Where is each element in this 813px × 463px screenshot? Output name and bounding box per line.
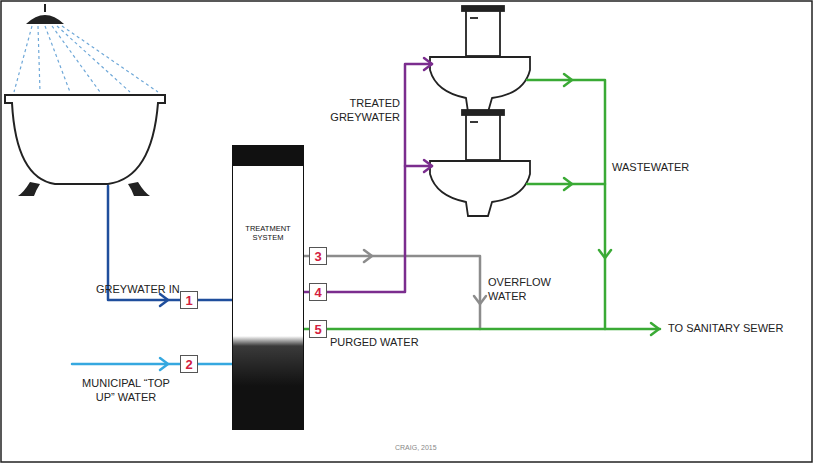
arrowhead: [564, 74, 572, 86]
callout-number: 4: [314, 286, 321, 299]
callout-number: 1: [185, 294, 192, 307]
wastewater-pipe: [527, 183, 605, 186]
arrowhead: [474, 296, 486, 304]
arrowhead: [424, 160, 432, 172]
flow-label: TO SANITARY SEWER: [668, 321, 808, 335]
arrowhead: [651, 323, 659, 335]
treated-pipe: [405, 165, 432, 168]
callout-box: 4: [309, 283, 327, 301]
credit-text: CRAIG, 2015: [395, 443, 475, 452]
callout-box: 2: [180, 355, 198, 373]
callout-box: 5: [309, 320, 327, 338]
toilet: [430, 110, 530, 216]
callout-box: 3: [309, 247, 327, 265]
wastewater-pipe: [527, 80, 605, 329]
flow-label: GREYWATER IN: [96, 282, 196, 296]
shower: [14, 4, 158, 92]
callout-number: 2: [185, 358, 192, 371]
pipe-connector: [198, 363, 232, 366]
callout-box: 1: [180, 291, 198, 309]
arrowhead: [599, 250, 611, 258]
toilet: [430, 6, 530, 112]
arrowhead: [160, 294, 168, 306]
pipe-connector: [198, 299, 232, 302]
top-up-pipe: [72, 363, 180, 366]
greywater-pipe: [108, 186, 180, 300]
arrowhead: [424, 58, 432, 70]
treatment-tank: TREATMENT SYSTEM: [232, 145, 304, 430]
arrowhead: [364, 250, 372, 262]
flow-label: PURGED WATER: [330, 335, 440, 349]
sewer-pipe: [327, 328, 660, 331]
flow-label: TREATED GREYWATER: [324, 96, 400, 125]
flow-label: OVERFLOW WATER: [488, 275, 560, 304]
box-label: TREATMENT SYSTEM: [235, 224, 301, 243]
callout-number: 5: [314, 323, 321, 336]
callout-number: 3: [314, 250, 321, 263]
flow-label: WASTEWATER: [612, 160, 712, 174]
bathtub: [5, 95, 165, 196]
arrowhead: [564, 178, 572, 190]
flow-label: MUNICIPAL “TOP UP” WATER: [72, 376, 180, 405]
arrowhead: [160, 358, 168, 370]
